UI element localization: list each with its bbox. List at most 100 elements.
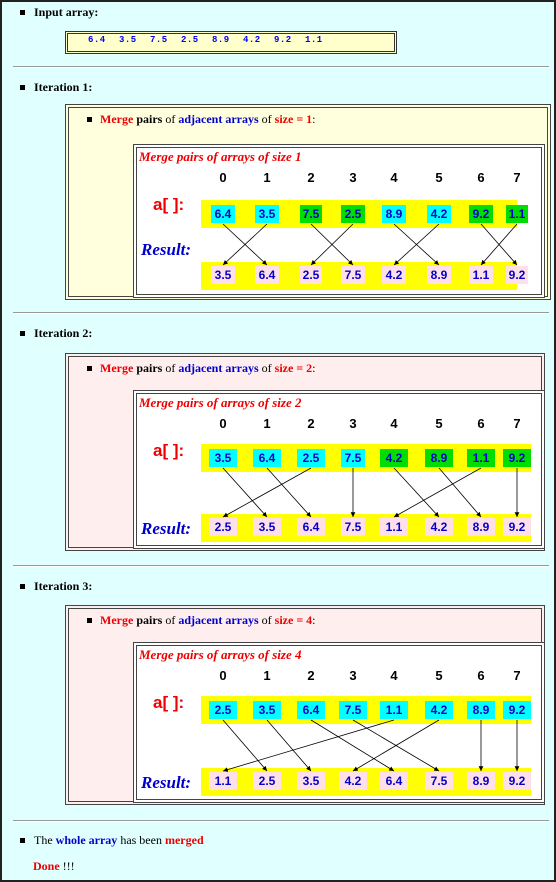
merge-description: Merge pairs of adjacent arrays of size =… [87, 613, 316, 628]
iteration-box: Merge pairs of adjacent arrays of size =… [65, 104, 551, 300]
index-label: 1 [263, 668, 271, 683]
merge-arrow [438, 467, 482, 518]
merge-arrow [393, 467, 482, 518]
bullet-icon [87, 365, 92, 371]
index-label: 6 [477, 668, 485, 683]
result-cell: 1.1 [469, 266, 493, 284]
index-label: 7 [513, 170, 521, 185]
desc-colon: : [312, 112, 316, 126]
result-cell: 9.2 [503, 518, 531, 536]
final-has-been: has been [120, 833, 162, 847]
desc-adjacent-arrays: adjacent arrays [178, 613, 259, 627]
merge-arrow [480, 223, 518, 266]
bullet-icon [20, 837, 25, 843]
desc-pairs: pairs [136, 361, 163, 375]
result-cell: 4.2 [339, 772, 367, 790]
input-cell: 2.5 [341, 205, 365, 223]
iteration-heading: Iteration 1: [20, 80, 92, 95]
index-label: 3 [349, 668, 357, 683]
done-exclamation: !!! [62, 859, 75, 873]
input-cell: 3.5 [209, 449, 237, 467]
divider [13, 820, 549, 822]
index-label: 2 [307, 416, 315, 431]
input-array-label: Input array: [34, 5, 99, 19]
result-label: Result: [141, 240, 192, 259]
input-cell: 6.4 [253, 449, 281, 467]
index-label: 3 [349, 416, 357, 431]
iteration-label: Iteration 1: [34, 80, 93, 94]
result-cell: 7.5 [341, 266, 365, 284]
bullet-icon [20, 330, 25, 336]
input-cell: 4.2 [427, 205, 451, 223]
array-label: a[ ]: [153, 441, 185, 460]
input-array-heading: Input array: [20, 5, 98, 20]
index-label: 6 [477, 416, 485, 431]
result-cell: 6.4 [380, 772, 408, 790]
result-cell: 3.5 [211, 266, 235, 284]
done-statement: Done !!! [33, 859, 75, 874]
iteration-box: Merge pairs of adjacent arrays of size =… [65, 353, 545, 551]
result-cell: 2.5 [253, 772, 281, 790]
index-label: 7 [513, 668, 521, 683]
merge-arrows [222, 467, 520, 518]
merge-arrow [222, 467, 312, 518]
array-label: a[ ]: [153, 195, 185, 214]
merge-arrows [222, 223, 518, 266]
input-cell: 8.9 [425, 449, 453, 467]
merge-arrow [310, 223, 354, 266]
divider [13, 312, 549, 314]
result-cell: 7.5 [341, 518, 365, 536]
input-array-value: 1.1 [305, 35, 323, 45]
input-array-value: 3.5 [119, 35, 137, 45]
index-label: 1 [263, 416, 271, 431]
result-label: Result: [141, 773, 192, 792]
input-cell: 1.1 [380, 701, 408, 719]
input-array-value: 9.2 [274, 35, 292, 45]
bullet-icon [87, 116, 92, 122]
merge-arrow [222, 719, 268, 772]
input-cell: 6.4 [297, 701, 325, 719]
desc-size: size = 2 [274, 361, 313, 375]
done-word: Done [33, 859, 60, 873]
result-cell: 2.5 [300, 266, 322, 284]
input-array-value: 6.4 [88, 35, 106, 45]
input-cell: 7.5 [341, 449, 365, 467]
final-statement: The whole array has been merged [20, 833, 204, 848]
diagram-title: Merge pairs of arrays of size 4 [139, 647, 302, 662]
desc-merge: Merge [100, 613, 134, 627]
result-cell: 8.9 [427, 266, 451, 284]
index-label: 3 [349, 170, 357, 185]
index-label: 0 [219, 668, 227, 683]
result-cell: 1.1 [380, 518, 408, 536]
merge-arrow [352, 719, 440, 772]
result-cell: 6.4 [255, 266, 279, 284]
input-cell: 9.2 [503, 701, 531, 719]
desc-pairs: pairs [136, 112, 163, 126]
result-cell: 4.2 [425, 518, 453, 536]
desc-merge: Merge [100, 112, 134, 126]
index-label: 4 [390, 668, 398, 683]
diagram-title: Merge pairs of arrays of size 1 [139, 149, 302, 164]
bullet-icon [20, 583, 25, 589]
iteration-label: Iteration 2: [34, 326, 93, 340]
desc-colon: : [312, 361, 316, 375]
input-cell: 4.2 [425, 701, 453, 719]
merge-arrow [393, 467, 440, 518]
bullet-icon [20, 84, 25, 90]
input-cell: 2.5 [297, 449, 325, 467]
input-array-value: 4.2 [243, 35, 261, 45]
result-cell: 3.5 [297, 772, 325, 790]
input-cell: 1.1 [467, 449, 495, 467]
index-label: 5 [435, 668, 443, 683]
result-cell: 3.5 [253, 518, 281, 536]
index-label: 0 [219, 170, 227, 185]
index-label: 7 [513, 416, 521, 431]
desc-adjacent-arrays: adjacent arrays [178, 112, 259, 126]
index-label: 2 [307, 668, 315, 683]
input-cell: 7.5 [339, 701, 367, 719]
merge-arrow [266, 719, 312, 772]
final-the: The [34, 833, 53, 847]
